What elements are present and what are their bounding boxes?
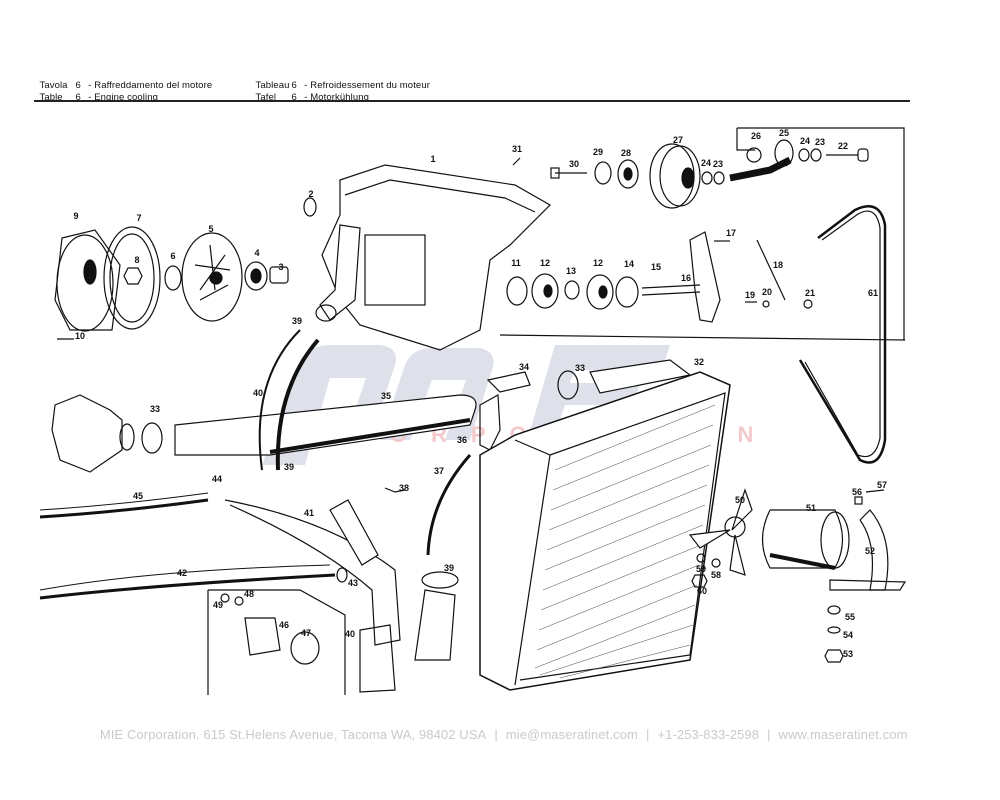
- header-left-line-2: Table 6 - Engine cooling: [34, 81, 158, 103]
- part-label: 60: [697, 586, 707, 596]
- part-label: 49: [213, 600, 223, 610]
- footer-separator: |: [494, 727, 498, 742]
- part-label: 50: [735, 495, 745, 505]
- header-title-en: - Engine cooling: [88, 92, 158, 103]
- part-label: 41: [304, 508, 314, 518]
- part-label: 2: [308, 189, 313, 199]
- part-label: 40: [345, 629, 355, 639]
- part-label: 55: [845, 612, 855, 622]
- header-right-line-2: Tafel 6 - Motorkühlung: [250, 81, 369, 103]
- part-label: 43: [348, 578, 358, 588]
- part-label: 35: [381, 391, 391, 401]
- part-label: 48: [244, 589, 254, 599]
- part-label: 34: [519, 362, 529, 372]
- part-label: 56: [852, 487, 862, 497]
- part-label: 12: [593, 258, 603, 268]
- header-title-de: - Motorkühlung: [304, 92, 369, 103]
- part-label: 44: [212, 474, 222, 484]
- part-label: 25: [779, 128, 789, 138]
- part-label: 52: [865, 546, 875, 556]
- part-label: 32: [694, 357, 704, 367]
- part-label: 57: [877, 480, 887, 490]
- footer-website-link[interactable]: www.maseratinet.com: [778, 727, 908, 742]
- part-label: 47: [301, 628, 311, 638]
- part-label: 8: [134, 255, 139, 265]
- header-left-line-1: Tavola 6 - Raffreddamento del motore: [34, 69, 212, 91]
- header-prefix: Tableau: [255, 80, 290, 91]
- part-label: 3: [278, 262, 283, 272]
- part-label: 59: [696, 564, 706, 574]
- part-label: 9: [73, 211, 78, 221]
- part-label: 53: [843, 649, 853, 659]
- header-prefix: Table: [39, 92, 63, 103]
- header-divider: [34, 100, 910, 102]
- header-number: 6: [75, 80, 81, 91]
- header-number: 6: [291, 92, 297, 103]
- footer-phone: +1-253-833-2598: [657, 727, 760, 742]
- part-label: 37: [434, 466, 444, 476]
- part-label: 11: [511, 258, 521, 268]
- part-label: 40: [253, 388, 263, 398]
- header-prefix: Tafel: [255, 92, 277, 103]
- part-label: 16: [681, 273, 691, 283]
- part-label: 33: [575, 363, 585, 373]
- part-label: 61: [868, 288, 878, 298]
- part-label: 18: [773, 260, 783, 270]
- part-label: 39: [444, 563, 454, 573]
- part-label: 17: [726, 228, 736, 238]
- part-label: 31: [512, 144, 522, 154]
- part-label: 14: [624, 259, 634, 269]
- part-label: 54: [843, 630, 853, 640]
- part-label: 24: [800, 136, 810, 146]
- part-label: 20: [762, 287, 772, 297]
- part-label: 10: [75, 331, 85, 341]
- part-label: 13: [566, 266, 576, 276]
- header-title-it: - Raffreddamento del motore: [88, 80, 213, 91]
- part-label: 28: [621, 148, 631, 158]
- part-label: 46: [279, 620, 289, 630]
- part-label: 23: [713, 159, 723, 169]
- header-prefix: Tavola: [39, 80, 68, 91]
- part-label: 45: [133, 491, 143, 501]
- header-number: 6: [75, 92, 81, 103]
- part-label: 22: [838, 141, 848, 151]
- footer-separator: |: [767, 727, 771, 742]
- part-label: 21: [805, 288, 815, 298]
- part-label: 36: [457, 435, 467, 445]
- part-label: 15: [651, 262, 661, 272]
- part-label: 39: [284, 462, 294, 472]
- part-label: 39: [292, 316, 302, 326]
- part-label: 42: [177, 568, 187, 578]
- header-number: 6: [291, 80, 297, 91]
- part-label: 27: [673, 135, 683, 145]
- part-label: 19: [745, 290, 755, 300]
- part-label: 51: [806, 503, 816, 513]
- part-label: 30: [569, 159, 579, 169]
- part-label: 7: [136, 213, 141, 223]
- header-title-fr: - Refroidessement du moteur: [304, 80, 430, 91]
- part-label: 4: [254, 248, 259, 258]
- part-label: 12: [540, 258, 550, 268]
- part-label: 24: [701, 158, 711, 168]
- part-label: 6: [170, 251, 175, 261]
- part-label: 5: [208, 224, 213, 234]
- part-label: 38: [399, 483, 409, 493]
- part-label: 1: [430, 154, 435, 164]
- part-label: 26: [751, 131, 761, 141]
- part-label: 33: [150, 404, 160, 414]
- footer-contact: MIE Corporation. 615 St.Helens Avenue, T…: [0, 712, 1000, 742]
- footer-separator: |: [645, 727, 650, 742]
- part-label: 23: [815, 137, 825, 147]
- footer-company: MIE Corporation. 615 St.Helens Avenue, T…: [99, 727, 487, 742]
- part-label: 58: [711, 570, 721, 580]
- part-label: 29: [593, 147, 603, 157]
- footer-email-link[interactable]: mie@maseratinet.com: [505, 727, 638, 742]
